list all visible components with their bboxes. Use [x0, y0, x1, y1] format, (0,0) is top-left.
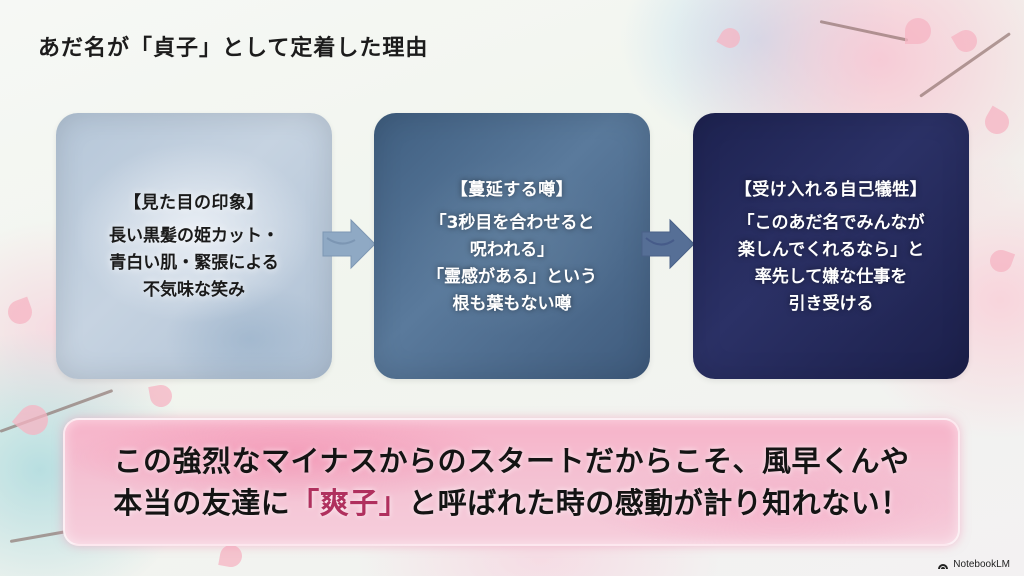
card-body: 「このあだ名でみんなが 楽しんでくれるなら」と 率先して嫌な仕事を 引き受ける	[737, 212, 925, 314]
card-heading: 【見た目の印象】	[124, 193, 264, 213]
arrow-right-icon	[641, 218, 695, 270]
card-appearance-impression: 【見た目の印象】 長い黒髪の姫カット・ 青白い肌・緊張による 不気味な笑み	[56, 113, 332, 379]
notebooklm-branding: NotebookLM	[937, 559, 1010, 570]
card-heading: 【受け入れる自己犠牲】	[734, 179, 928, 200]
card-heading: 【蔓延する噂】	[450, 179, 574, 200]
card-spreading-rumors: 【蔓延する噂】 「3秒目を合わせると 呪われる」 「霊感がある」という 根も葉も…	[374, 113, 650, 379]
logo-label: NotebookLM	[953, 559, 1010, 570]
banner-text: と呼ばれた時の感動が計り知れない！	[408, 486, 910, 520]
banner-line-1: この強烈なマイナスからのスタートだからこそ、風早くんや	[113, 444, 910, 478]
card-self-sacrifice: 【受け入れる自己犠牲】 「このあだ名でみんなが 楽しんでくれるなら」と 率先して…	[693, 113, 969, 379]
card-body: 「3秒目を合わせると 呪われる」 「霊感がある」という 根も葉もない噂	[427, 212, 597, 314]
arrow-right-icon	[322, 218, 376, 270]
banner-text: 本当の友達に	[113, 486, 291, 520]
slide-title: あだ名が「貞子」として定着した理由	[38, 36, 429, 61]
notebooklm-logo-icon	[938, 564, 949, 569]
conclusion-banner: この強烈なマイナスからのスタートだからこそ、風早くんや 本当の友達に「爽子」と呼…	[63, 418, 960, 546]
banner-line-2: 本当の友達に「爽子」と呼ばれた時の感動が計り知れない！	[113, 482, 910, 524]
card-body: 長い黒髪の姫カット・ 青白い肌・緊張による 不気味な笑み	[109, 226, 279, 300]
highlighted-name: 「爽子」	[290, 486, 409, 520]
